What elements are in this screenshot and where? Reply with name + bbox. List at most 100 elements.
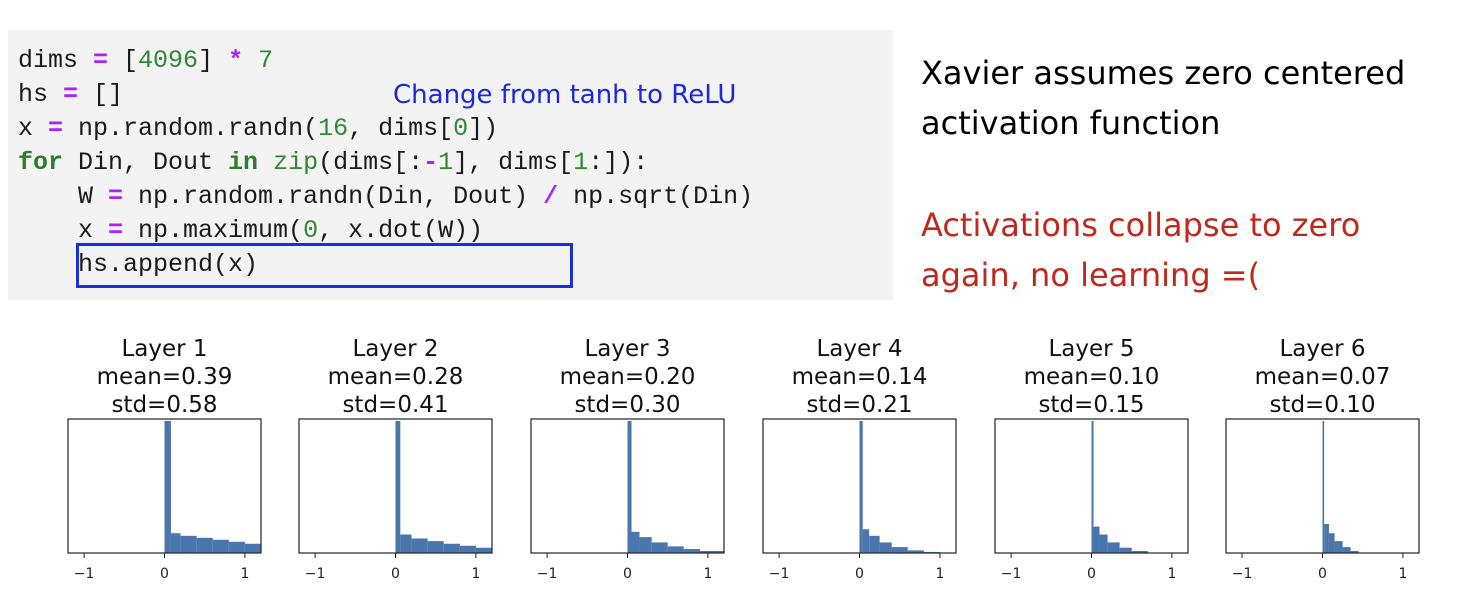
code-token: x xyxy=(18,216,109,245)
x-tick-label: 1 xyxy=(1167,566,1176,582)
xavier-note-line-1: Xavier assumes zero centered xyxy=(921,54,1406,92)
histogram-title: Layer 5 xyxy=(1048,336,1134,362)
histogram-std-label: std=0.15 xyxy=(1038,392,1144,418)
code-token: Din, Dout xyxy=(63,148,229,177)
histogram-bar xyxy=(879,542,892,553)
code-line: W = np.random.randn(Din, Dout) / np.sqrt… xyxy=(18,180,753,214)
code-token: = xyxy=(93,46,109,75)
histogram-bar xyxy=(411,538,428,553)
x-tick-label: −1 xyxy=(305,566,326,582)
code-line: x = np.maximum(0, x.dot(W)) xyxy=(18,214,483,248)
code-token: = xyxy=(63,80,79,109)
histogram-bar xyxy=(475,547,492,553)
code-token: 16 xyxy=(318,114,349,143)
xavier-note: Xavier assumes zero centered activation … xyxy=(921,48,1405,148)
code-token: for xyxy=(18,148,64,177)
code-line: dims = [4096] * 7 xyxy=(18,44,273,78)
collapse-note-line-1: Activations collapse to zero xyxy=(921,206,1361,244)
histogram-bar xyxy=(699,551,724,553)
histogram-bar xyxy=(395,421,401,553)
histogram-bar xyxy=(1099,534,1108,553)
histogram-std-label: std=0.58 xyxy=(111,392,217,418)
x-tick-label: −1 xyxy=(1232,566,1253,582)
code-token: ] xyxy=(198,46,229,75)
code-line: hs = [] xyxy=(18,78,123,112)
histogram-bar xyxy=(869,535,880,553)
histogram-bar xyxy=(427,541,444,553)
histogram-bar xyxy=(1324,523,1329,553)
code-token: = xyxy=(48,114,64,143)
histogram-bar xyxy=(1342,547,1351,553)
histogram-mean-label: mean=0.07 xyxy=(1255,364,1391,390)
x-tick-label: −1 xyxy=(74,566,95,582)
x-tick-label: 1 xyxy=(703,566,712,582)
histogram-bar xyxy=(1093,526,1100,553)
histogram-bar xyxy=(164,421,171,553)
histogram-bar xyxy=(1107,542,1120,553)
code-token: np.maximum( xyxy=(123,216,304,245)
code-token: = xyxy=(108,182,124,211)
code-line: for Din, Dout in zip(dims[:-1], dims[1:]… xyxy=(18,146,648,180)
code-token: ], dims[ xyxy=(453,148,574,177)
histogram-bar xyxy=(627,421,632,553)
histogram-bar xyxy=(651,542,668,553)
code-token: / xyxy=(543,182,559,211)
histogram-bar xyxy=(859,421,863,553)
histogram-bar xyxy=(212,539,229,553)
x-tick-label: 1 xyxy=(1398,566,1407,582)
code-token: = xyxy=(108,216,124,245)
histogram-bar xyxy=(196,537,213,553)
histogram-bar xyxy=(1119,547,1132,553)
histogram-bar xyxy=(1350,551,1359,553)
histogram-bar xyxy=(891,547,908,553)
code-token: (dims[: xyxy=(318,148,424,177)
code-token: , dims[ xyxy=(348,114,454,143)
x-tick-label: −1 xyxy=(537,566,558,582)
histogram-mean-label: mean=0.39 xyxy=(97,364,233,390)
histogram-mean-label: mean=0.20 xyxy=(560,364,696,390)
code-token: hs xyxy=(18,80,64,109)
x-tick-label: 1 xyxy=(240,566,249,582)
code-token: np.random.randn(Din, Dout) xyxy=(123,182,544,211)
code-line: hs.append(x) xyxy=(18,248,258,282)
code-token: np.random.randn( xyxy=(63,114,319,143)
histogram-bar xyxy=(1334,541,1343,553)
histogram-title: Layer 3 xyxy=(584,336,670,362)
histogram-bar xyxy=(180,535,197,553)
code-token: W xyxy=(18,182,109,211)
x-tick-label: 0 xyxy=(160,566,169,582)
x-tick-label: 1 xyxy=(935,566,944,582)
histogram-bar xyxy=(244,543,261,553)
code-token: , x.dot(W)) xyxy=(318,216,484,245)
histogram-bar xyxy=(683,549,700,553)
code-token: 4096 xyxy=(138,46,199,75)
histogram-title: Layer 6 xyxy=(1279,336,1365,362)
xavier-note-line-2: activation function xyxy=(921,104,1221,142)
histogram-bar xyxy=(639,537,652,553)
x-tick-label: 0 xyxy=(391,566,400,582)
histogram-bar xyxy=(459,545,476,553)
histogram-bar xyxy=(1131,551,1148,553)
collapse-note: Activations collapse to zero again, no l… xyxy=(921,200,1360,300)
histogram-title: Layer 2 xyxy=(352,336,438,362)
code-line: x = np.random.randn(16, dims[0]) xyxy=(18,112,498,146)
code-token: ]) xyxy=(468,114,499,143)
code-token: x xyxy=(18,114,49,143)
x-tick-label: 0 xyxy=(1087,566,1096,582)
histogram-title: Layer 1 xyxy=(121,336,207,362)
histogram-mean-label: mean=0.14 xyxy=(792,364,928,390)
x-tick-label: 0 xyxy=(1318,566,1327,582)
histogram-std-label: std=0.10 xyxy=(1269,392,1375,418)
code-token: 7 xyxy=(258,46,274,75)
histogram-bar xyxy=(170,533,181,553)
code-token: :]): xyxy=(588,148,649,177)
histogram-std-label: std=0.30 xyxy=(574,392,680,418)
histogram-bar xyxy=(1322,421,1325,553)
